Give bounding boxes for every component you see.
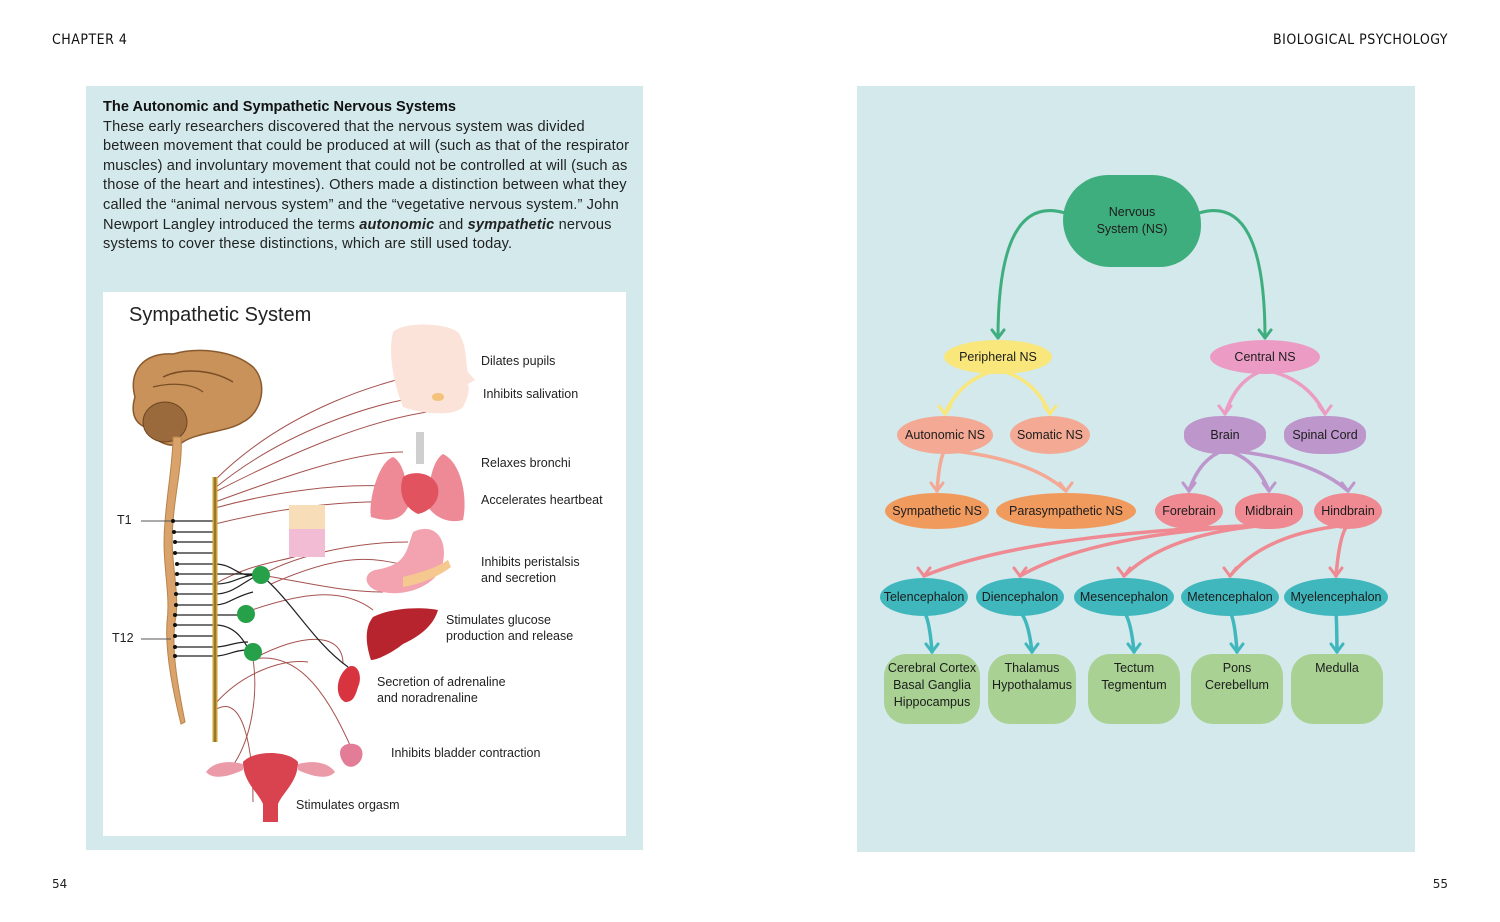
node-telencephalon-structures: Cerebral Cortex Basal Ganglia Hippocampu… (884, 654, 980, 724)
node-forebrain: Forebrain (1155, 493, 1223, 529)
effect-label-heartbeat: Accelerates heartbeat (481, 493, 603, 507)
arrowhead-forebrain (1181, 481, 1197, 493)
lungs-heart-illustration (370, 432, 465, 522)
arrow-midbrain-to-diencephalon (1018, 523, 1271, 578)
arrowhead-diencephalon (1012, 566, 1028, 578)
arrowhead-myelencephalon-structures (1329, 642, 1345, 654)
figure-title: Sympathetic System (129, 304, 312, 326)
arrowhead-diencephalon-structures (1024, 642, 1040, 654)
node-myelencephalon-structures: Medulla (1291, 654, 1383, 724)
spinal-nerve-roots (171, 519, 179, 658)
arrowhead-hindbrain (1340, 481, 1356, 493)
sympathetic-system-figure: Sympathetic System (103, 292, 626, 836)
effect-label-bronchi: Relaxes bronchi (481, 456, 571, 470)
arrowhead-metencephalon (1222, 566, 1238, 578)
arrowhead-telencephalon-structures (924, 642, 940, 654)
arrow-hindbrain-to-metencephalon (1228, 523, 1350, 578)
effect-label-bladder: Inhibits bladder contraction (391, 746, 541, 760)
node-myelencephalon: Myelencephalon (1284, 578, 1388, 616)
node-telencephalon: Telencephalon (880, 578, 968, 616)
node-metencephalon: Metencephalon (1181, 578, 1279, 616)
effect-label-adrenaline: Secretion of adrenaline and noradrenalin… (377, 675, 506, 705)
bladder-illustration (340, 743, 363, 767)
node-somatic: Somatic NS (1010, 416, 1090, 454)
node-mesencephalon: Mesencephalon (1074, 578, 1174, 616)
node-hindbrain: Hindbrain (1314, 493, 1382, 529)
intro-text-block: The Autonomic and Sympathetic Nervous Sy… (103, 98, 633, 255)
node-midbrain: Midbrain (1235, 493, 1303, 529)
head-illustration (391, 324, 475, 414)
spine-label-t1: T1 (117, 513, 132, 527)
body-text: and (434, 216, 468, 233)
arrowhead-mesencephalon (1116, 566, 1132, 578)
node-root: Nervous System (NS) (1063, 175, 1201, 267)
arrowhead-autonomic (937, 404, 953, 416)
arrow-myelencephalon-to-myelencephalon-structures (1334, 610, 1339, 654)
nerve-fibers (214, 368, 454, 803)
running-head-section: Biological Psychology (1273, 32, 1448, 48)
arrow-root-to-peripheral (996, 209, 1067, 340)
sympathetic-illustration (132, 324, 475, 822)
body-text: These early researchers discovered that … (103, 118, 630, 233)
brain-illustration (132, 349, 263, 446)
spinal-cord-illustration (163, 436, 186, 725)
arrowhead-parasympathetic (1058, 481, 1074, 493)
arrow-peripheral-to-somatic (996, 368, 1052, 416)
arrow-central-to-spinal-cord (1263, 368, 1327, 416)
body-paragraph: These early researchers discovered that … (103, 118, 633, 255)
arrowhead-peripheral (990, 328, 1006, 340)
effect-label-salivation: Inhibits salivation (483, 387, 579, 401)
node-diencephalon-structures: Thalamus Hypothalamus (988, 654, 1076, 724)
arrowhead-midbrain (1261, 481, 1277, 493)
arrow-autonomic-to-parasympathetic (943, 448, 1068, 493)
arrowhead-mesencephalon-structures (1126, 642, 1142, 654)
body-text: nervous systems to cover these distincti… (103, 216, 612, 253)
arrowhead-telencephalon (916, 566, 932, 578)
liver-illustration (366, 608, 438, 660)
node-central: Central NS (1210, 340, 1320, 374)
effect-label-peristalsis: Inhibits peristalsis and secretion (481, 555, 580, 585)
nervous-system-diagram-panel: Nervous System (NS) Peripheral NS Central … (857, 86, 1415, 852)
node-sympathetic: Sympathetic NS (885, 493, 989, 529)
effect-label-pupils: Dilates pupils (481, 354, 556, 368)
arrow-root-to-central (1197, 209, 1267, 340)
section-heading: The Autonomic and Sympathetic Nervous Sy… (103, 99, 457, 115)
arrowhead-metencephalon-structures (1229, 642, 1245, 654)
node-mesencephalon-structures: Tectum Tegmentum (1088, 654, 1180, 724)
ganglia (237, 566, 270, 661)
kidney-adrenal-illustration (337, 666, 360, 702)
arrowhead-spinal-cord (1317, 404, 1333, 416)
node-metencephalon-structures: Pons Cerebellum (1191, 654, 1283, 724)
running-head-chapter: Chapter 4 (52, 32, 128, 48)
node-diencephalon: Diencephalon (976, 578, 1064, 616)
sidebar-box-left: The Autonomic and Sympathetic Nervous Sy… (86, 86, 643, 850)
node-brain: Brain (1184, 416, 1266, 454)
arrowhead-central (1257, 328, 1273, 340)
node-spinal-cord: Spinal Cord (1284, 416, 1366, 454)
arrow-peripheral-to-autonomic (943, 368, 1000, 416)
arrowhead-myelencephalon (1328, 566, 1344, 578)
pancreas-illustration (403, 560, 451, 587)
arrowhead-brain (1217, 404, 1233, 416)
spine-label-t12: T12 (112, 631, 134, 645)
term-sympathetic: sympathetic (467, 216, 555, 233)
effect-label-orgasm: Stimulates orgasm (296, 798, 400, 812)
arrow-midbrain-to-mesencephalon (1122, 523, 1271, 578)
term-autonomic: autonomic (359, 216, 435, 233)
page-number-right: 55 (1432, 877, 1448, 891)
page-number-left: 54 (52, 877, 68, 891)
node-parasympathetic: Parasympathetic NS (996, 493, 1136, 529)
effect-label-glucose: Stimulates glucose production and releas… (446, 613, 574, 643)
salivary-gland (432, 393, 444, 401)
reproductive-organs-illustration (206, 753, 335, 822)
skin-illustration (289, 505, 325, 557)
arrowhead-sympathetic (929, 481, 945, 493)
node-peripheral: Peripheral NS (944, 340, 1052, 374)
node-autonomic: Autonomic NS (897, 416, 993, 454)
arrowhead-somatic (1042, 404, 1058, 416)
